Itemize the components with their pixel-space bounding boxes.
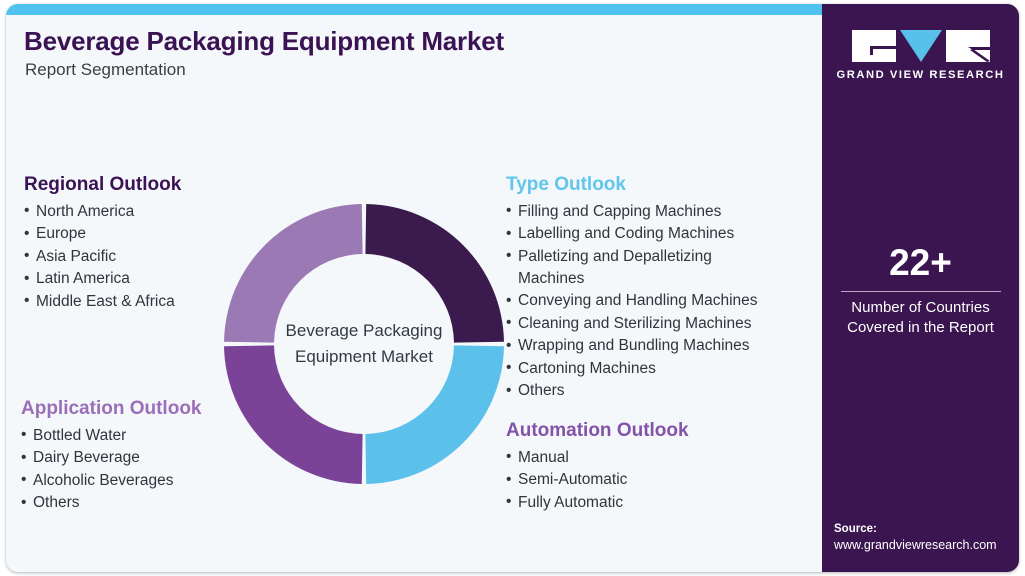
list-item: North America <box>24 200 254 224</box>
list-item: Fully Automatic <box>506 491 806 515</box>
list-item: Latin America <box>24 268 254 291</box>
source-url: www.grandviewresearch.com <box>834 538 997 552</box>
list-item: Others <box>21 492 261 515</box>
type-outlook-list: Filling and Capping Machines Labelling a… <box>506 200 826 403</box>
list-item: Conveying and Handling Machines <box>506 290 826 313</box>
donut-chart: Beverage Packaging Equipment Market <box>224 204 504 484</box>
list-item: Labelling and Coding Machines <box>506 223 826 246</box>
top-accent-bar <box>6 4 1019 15</box>
brand-logo: GRAND VIEW RESEARCH <box>822 30 1019 81</box>
source-title: Source: <box>834 523 877 535</box>
logo-marks <box>822 30 1019 62</box>
logo-g-icon <box>851 30 896 62</box>
list-item: Wrapping and Bundling Machines <box>506 335 826 358</box>
list-item: Asia Pacific <box>24 245 254 269</box>
application-outlook-block: Application Outlook Bottled Water Dairy … <box>21 398 261 515</box>
type-outlook-block: Type Outlook Filling and Capping Machine… <box>506 174 826 402</box>
automation-outlook-block: Automation Outlook Manual Semi-Automatic… <box>506 420 806 514</box>
list-item: Europe <box>24 223 254 246</box>
type-outlook-title: Type Outlook <box>506 174 626 195</box>
logo-r-icon <box>945 30 990 62</box>
list-item: Manual <box>506 446 806 470</box>
regional-outlook-list: North America Europe Asia Pacific Latin … <box>24 200 254 314</box>
application-outlook-list: Bottled Water Dairy Beverage Alcoholic B… <box>21 424 261 515</box>
list-item: Cartoning Machines <box>506 357 826 380</box>
regional-outlook-title: Regional Outlook <box>24 174 182 195</box>
page-title: Beverage Packaging Equipment Market <box>24 26 504 56</box>
logo-wordmark: GRAND VIEW RESEARCH <box>836 69 1005 81</box>
stat-block: 22+ Number of Countries Covered in the R… <box>822 242 1019 338</box>
list-item: Palletizing and Depalletizing Machines <box>506 245 826 291</box>
stat-value: 22+ <box>889 242 952 283</box>
list-item: Dairy Beverage <box>21 447 261 470</box>
logo-v-icon <box>899 30 942 62</box>
stat-label: Number of Countries Covered in the Repor… <box>847 299 994 336</box>
automation-outlook-list: Manual Semi-Automatic Fully Automatic <box>506 446 806 515</box>
automation-outlook-title: Automation Outlook <box>506 420 689 441</box>
list-item: Others <box>506 380 826 403</box>
stat-divider <box>840 291 1001 292</box>
page-subtitle: Report Segmentation <box>25 60 186 79</box>
list-item: Alcoholic Beverages <box>21 469 261 493</box>
list-item: Bottled Water <box>21 424 261 448</box>
donut-chart-svg <box>224 204 504 484</box>
application-outlook-title: Application Outlook <box>21 398 202 419</box>
brand-panel: GRAND VIEW RESEARCH 22+ Number of Countr… <box>822 4 1019 572</box>
list-item: Filling and Capping Machines <box>506 200 826 223</box>
donut-center-label: Beverage Packaging Equipment Market <box>285 321 443 366</box>
list-item: Semi-Automatic <box>506 469 806 492</box>
donut-segment <box>365 204 504 343</box>
source-block: Source: www.grandviewresearch.com <box>834 521 997 554</box>
infographic-card: Beverage Packaging Equipment Market Repo… <box>6 4 1019 572</box>
list-item: Cleaning and Sterilizing Machines <box>506 312 826 335</box>
donut-segment <box>224 345 363 484</box>
donut-segment <box>224 204 363 343</box>
donut-segment <box>365 345 504 484</box>
regional-outlook-block: Regional Outlook North America Europe As… <box>24 174 254 313</box>
list-item: Middle East & Africa <box>24 290 254 314</box>
